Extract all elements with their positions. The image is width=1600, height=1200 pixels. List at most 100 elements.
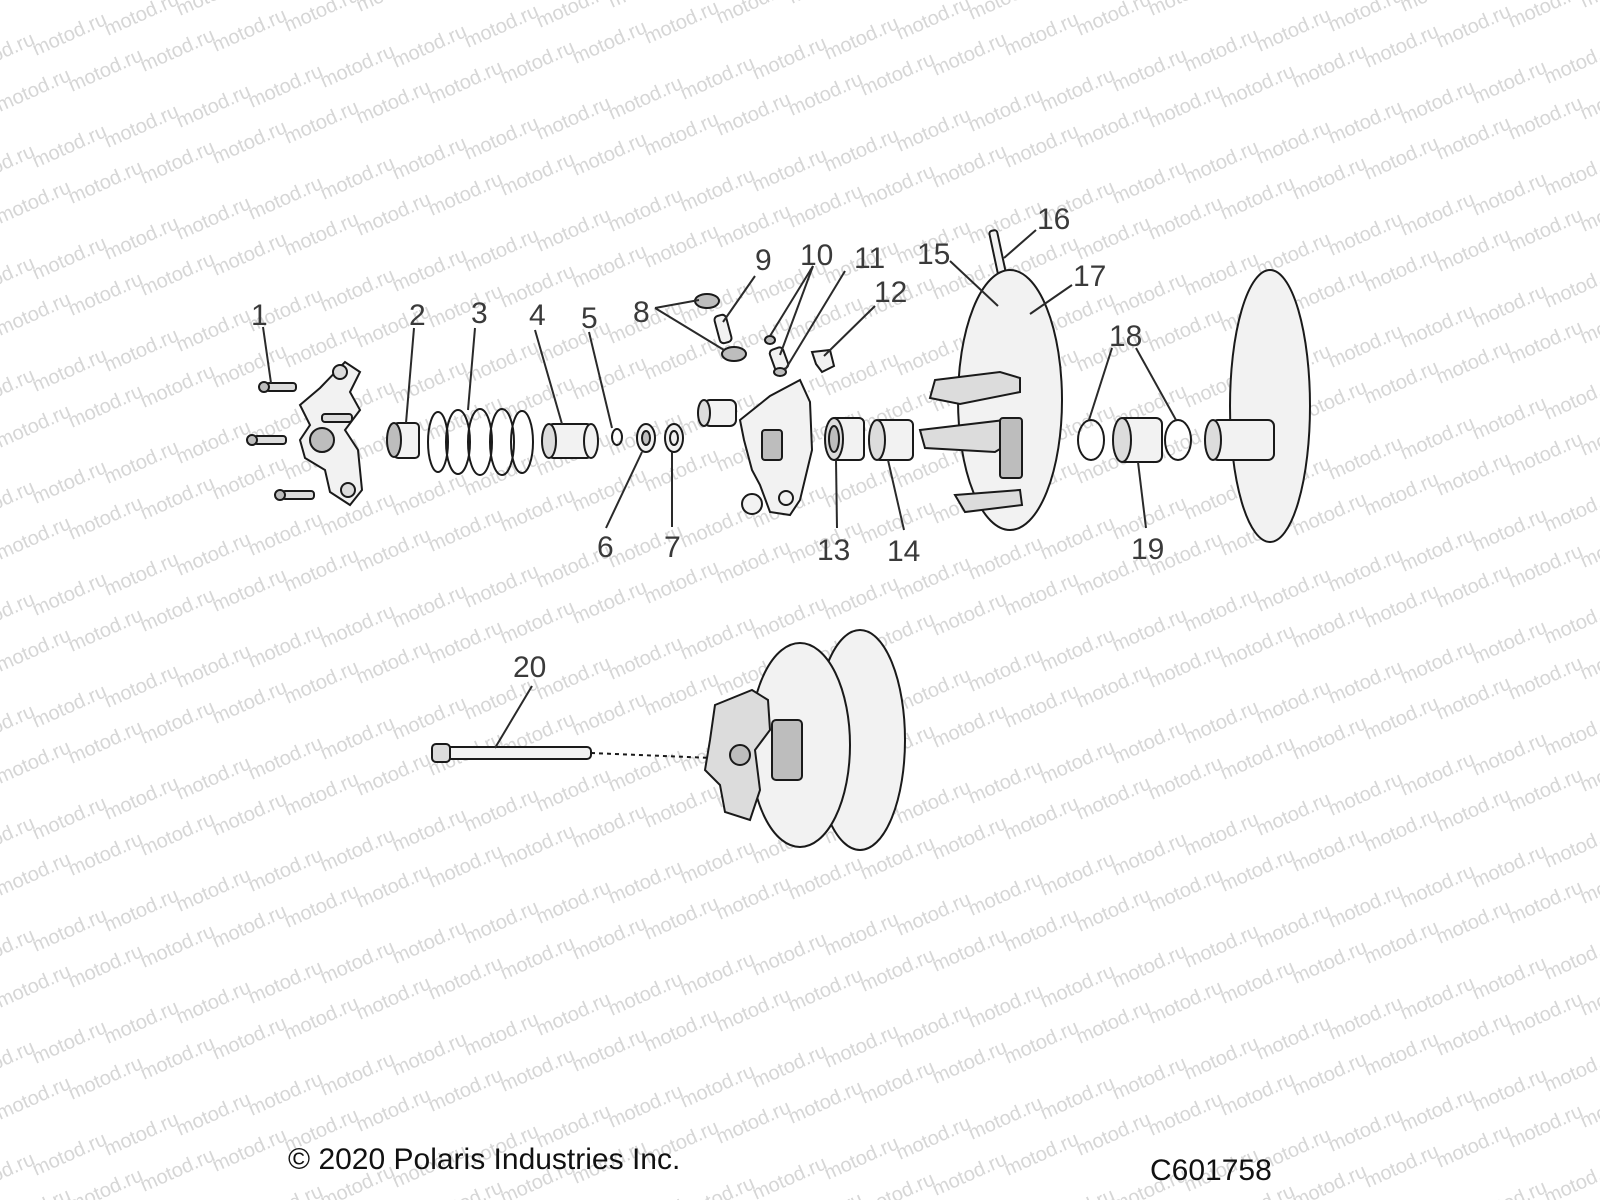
callout-20: 20: [513, 651, 546, 684]
watermark-text: motod.ru: [29, 792, 110, 844]
watermark-text: motod.ru: [0, 700, 38, 752]
watermark-text: motod.ru: [1001, 568, 1082, 620]
watermark-text: motod.ru: [569, 688, 650, 740]
callout-3: 3: [471, 297, 488, 330]
watermark-text: motod.ru: [1505, 204, 1586, 256]
watermark-text: motod.ru: [1541, 820, 1600, 872]
watermark-text: motod.ru: [101, 100, 182, 152]
callout-labels: 1 2 3 4 5 6 7 8 9 10 11 12 13 14 15 16 1…: [251, 203, 1164, 684]
watermark-text: motod.ru: [1145, 192, 1226, 244]
watermark-text: motod.ru: [677, 948, 758, 1000]
watermark-text: motod.ru: [65, 1164, 146, 1200]
watermark-text: motod.ru: [1253, 116, 1334, 168]
watermark-text: motod.ru: [101, 324, 182, 376]
watermark-text: motod.ru: [317, 600, 398, 652]
watermark-text: motod.ru: [0, 848, 74, 900]
watermark-text: motod.ru: [137, 1144, 218, 1196]
watermark-text: motod.ru: [281, 992, 362, 1044]
watermark-text: motod.ru: [965, 980, 1046, 1032]
watermark-text: motod.ru: [29, 232, 110, 284]
part-14-bushing: [868, 419, 914, 461]
watermark-text: motod.ru: [713, 536, 794, 588]
watermark-text: motod.ru: [389, 692, 470, 744]
watermark-text: motod.ru: [569, 128, 650, 180]
watermark-text: motod.ru: [0, 28, 38, 80]
watermark-text: motod.ru: [1469, 1064, 1550, 1116]
watermark-text: motod.ru: [929, 588, 1010, 640]
watermark-text: motod.ru: [497, 36, 578, 88]
watermark-text: motod.ru: [605, 968, 686, 1020]
watermark-text: motod.ru: [1469, 392, 1550, 444]
watermark-text: motod.ru: [101, 772, 182, 824]
watermark-text: motod.ru: [1001, 680, 1082, 732]
watermark-text: motod.ru: [245, 60, 326, 112]
watermark-text: motod.ru: [1505, 876, 1586, 928]
watermark-text: motod.ru: [317, 712, 398, 764]
watermark-text: motod.ru: [245, 732, 326, 784]
watermark-text: motod.ru: [1073, 996, 1154, 1048]
watermark-text: motod.ru: [353, 748, 434, 800]
watermark-text: motod.ru: [353, 76, 434, 128]
watermark-text: motod.ru: [1217, 732, 1298, 784]
watermark-text: motod.ru: [641, 220, 722, 272]
callout-12: 12: [874, 276, 907, 309]
watermark-text: motod.ru: [677, 164, 758, 216]
watermark-text: motod.ru: [1325, 544, 1406, 596]
fixed-sheave: [1204, 269, 1311, 543]
watermark-text: motod.ru: [173, 976, 254, 1028]
watermark-text: motod.ru: [1181, 24, 1262, 76]
watermark-text: motod.ru: [1397, 636, 1478, 688]
watermark-text: motod.ru: [173, 864, 254, 916]
watermark-text: motod.ru: [1577, 632, 1600, 684]
watermark-text: motod.ru: [713, 872, 794, 924]
watermark-text: motod.ru: [641, 556, 722, 608]
watermark-text: motod.ru: [749, 32, 830, 84]
watermark-text: motod.ru: [1397, 860, 1478, 912]
watermark-text: motod.ru: [1505, 540, 1586, 592]
watermark-text: motod.ru: [0, 252, 38, 304]
watermark-text: motod.ru: [1433, 448, 1514, 500]
watermark-text: motod.ru: [1469, 280, 1550, 332]
watermark-text: motod.ru: [1577, 184, 1600, 236]
watermark-text: motod.ru: [425, 952, 506, 1004]
watermark-text: motod.ru: [641, 892, 722, 944]
watermark-text: motod.ru: [245, 172, 326, 224]
watermark-text: motod.ru: [1361, 1028, 1442, 1080]
watermark-text: motod.ru: [533, 92, 614, 144]
watermark-text: motod.ru: [1541, 148, 1600, 200]
watermark-text: motod.ru: [1073, 0, 1154, 41]
watermark-text: motod.ru: [893, 664, 974, 716]
watermark-text: motod.ru: [965, 196, 1046, 248]
part-6-washer: [636, 423, 656, 453]
roller-spacer: [697, 399, 737, 427]
watermark-text: motod.ru: [1577, 856, 1600, 908]
watermark-text: motod.ru: [1109, 716, 1190, 768]
watermark-text: motod.ru: [1037, 64, 1118, 116]
watermark-text: motod.ru: [929, 924, 1010, 976]
watermark-text: motod.ru: [569, 800, 650, 852]
watermark-text: motod.ru: [317, 152, 398, 204]
watermark-text: motod.ru: [0, 476, 38, 528]
watermark-text: motod.ru: [101, 884, 182, 936]
watermark-text: motod.ru: [1577, 744, 1600, 796]
watermark-text: motod.ru: [1145, 864, 1226, 916]
watermark-text: motod.ru: [857, 160, 938, 212]
watermark-text: motod.ru: [641, 332, 722, 384]
part-2-bushing: [386, 422, 420, 459]
watermark-text: motod.ru: [245, 620, 326, 672]
watermark-text: motod.ru: [1037, 1072, 1118, 1124]
watermark-text: motod.ru: [713, 984, 794, 1036]
watermark-text: motod.ru: [713, 88, 794, 140]
watermark-text: motod.ru: [1109, 604, 1190, 656]
watermark-text: motod.ru: [281, 880, 362, 932]
watermark-text: motod.ru: [533, 876, 614, 928]
watermark-text: motod.ru: [389, 132, 470, 184]
watermark-text: motod.ru: [317, 824, 398, 876]
watermark-text: motod.ru: [749, 928, 830, 980]
watermark-text: motod.ru: [1433, 1008, 1514, 1060]
watermark-text: motod.ru: [101, 0, 182, 41]
callout-2: 2: [409, 299, 426, 332]
watermark-text: motod.ru: [893, 1112, 974, 1164]
watermark-text: motod.ru: [893, 776, 974, 828]
